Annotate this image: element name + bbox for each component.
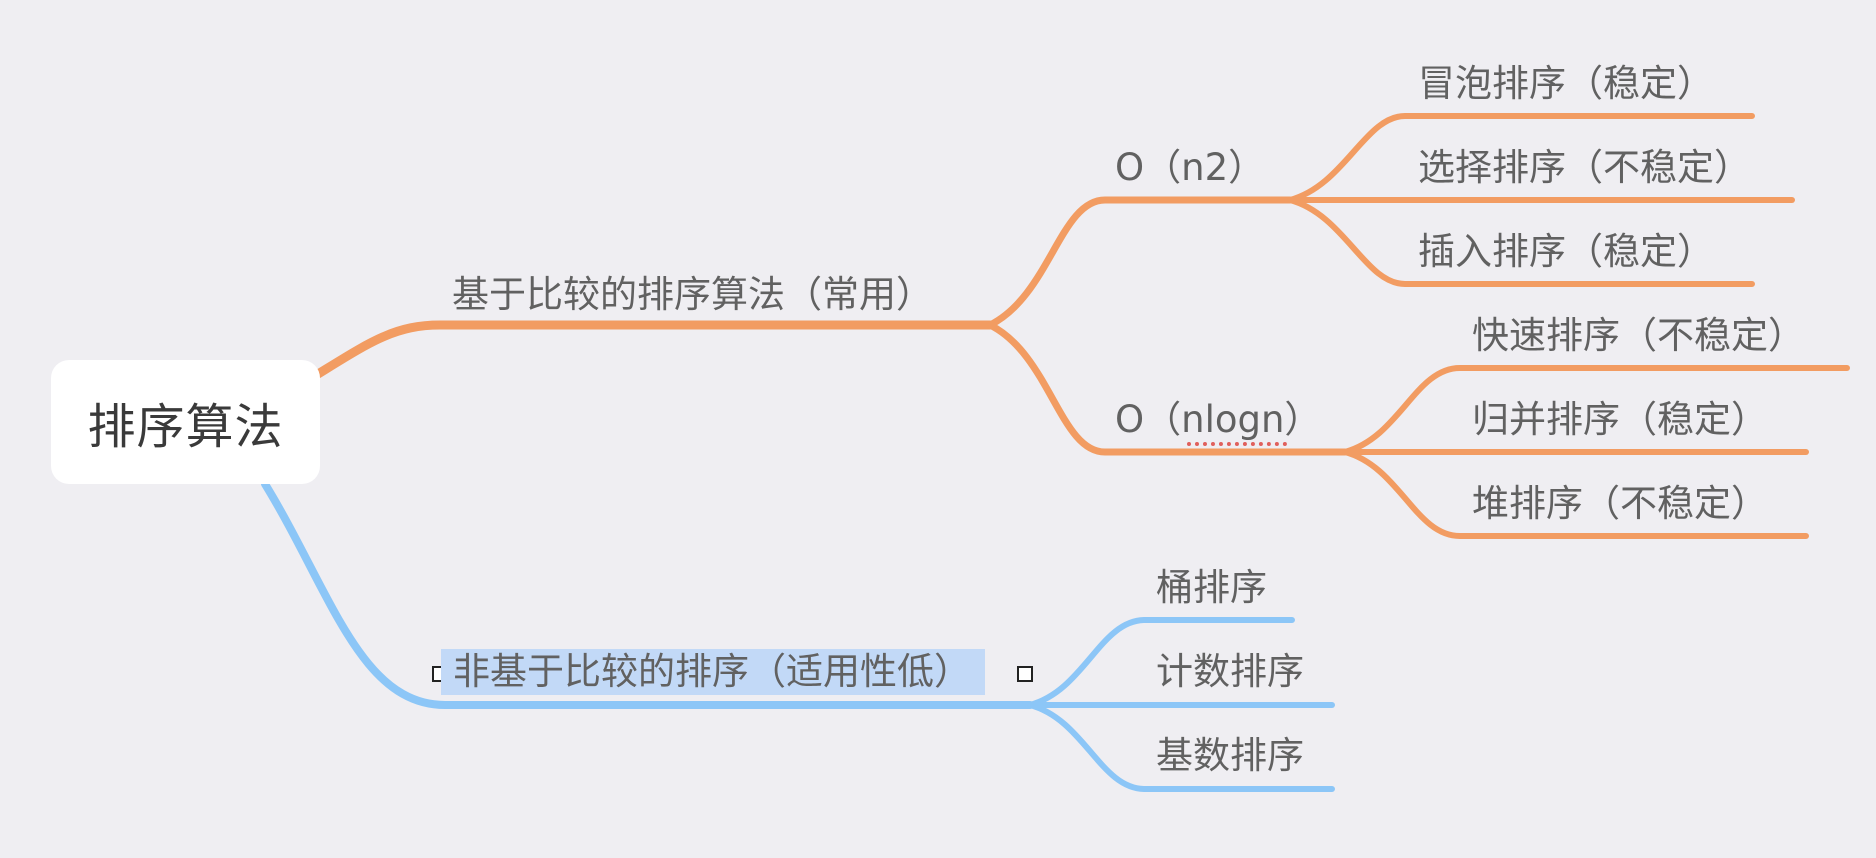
connector-onlogn-to-heap xyxy=(1342,449,1809,539)
leaf-bucket-sort[interactable]: 桶排序 xyxy=(1156,566,1267,609)
leaf-bubble-sort[interactable]: 冒泡排序（稳定） xyxy=(1418,62,1714,105)
selection-handle-right[interactable] xyxy=(1017,666,1033,682)
leaf-radix-sort[interactable]: 基数排序 xyxy=(1156,734,1304,777)
connector-comparison-to-onlogn xyxy=(986,321,1349,456)
leaf-merge-sort[interactable]: 归并排序（稳定） xyxy=(1472,398,1768,441)
connector-noncomparison-to-radix xyxy=(1027,702,1335,792)
connector-on2-to-bubble xyxy=(1287,113,1755,203)
node-complexity-on2[interactable]: O（n2） xyxy=(1115,146,1266,189)
node-complexity-onlogn[interactable]: O（nlogn） xyxy=(1115,398,1322,441)
root-node[interactable]: 排序算法 xyxy=(51,360,320,484)
connector-root-to-noncomparison xyxy=(261,480,1034,709)
connector-root-to-comparison xyxy=(313,320,995,379)
connector-noncomparison-to-bucket xyxy=(1027,617,1295,708)
leaf-counting-sort[interactable]: 计数排序 xyxy=(1156,650,1304,693)
leaf-selection-sort[interactable]: 选择排序（不稳定） xyxy=(1418,146,1751,189)
leaf-heap-sort[interactable]: 堆排序（不稳定） xyxy=(1472,482,1768,525)
connector-comparison-to-on2 xyxy=(986,196,1294,329)
branch-comparison-sorting[interactable]: 基于比较的排序算法（常用） xyxy=(452,273,933,316)
connector-onlogn-to-quick xyxy=(1342,365,1850,455)
branch-noncomparison-sorting[interactable]: 非基于比较的排序（适用性低） xyxy=(441,649,985,695)
root-node-label: 排序算法 xyxy=(87,399,284,455)
connector-on2-to-insertion xyxy=(1287,197,1755,287)
leaf-insertion-sort[interactable]: 插入排序（稳定） xyxy=(1418,230,1714,273)
leaf-quick-sort[interactable]: 快速排序（不稳定） xyxy=(1472,314,1805,357)
spellcheck-underline xyxy=(1187,438,1287,446)
